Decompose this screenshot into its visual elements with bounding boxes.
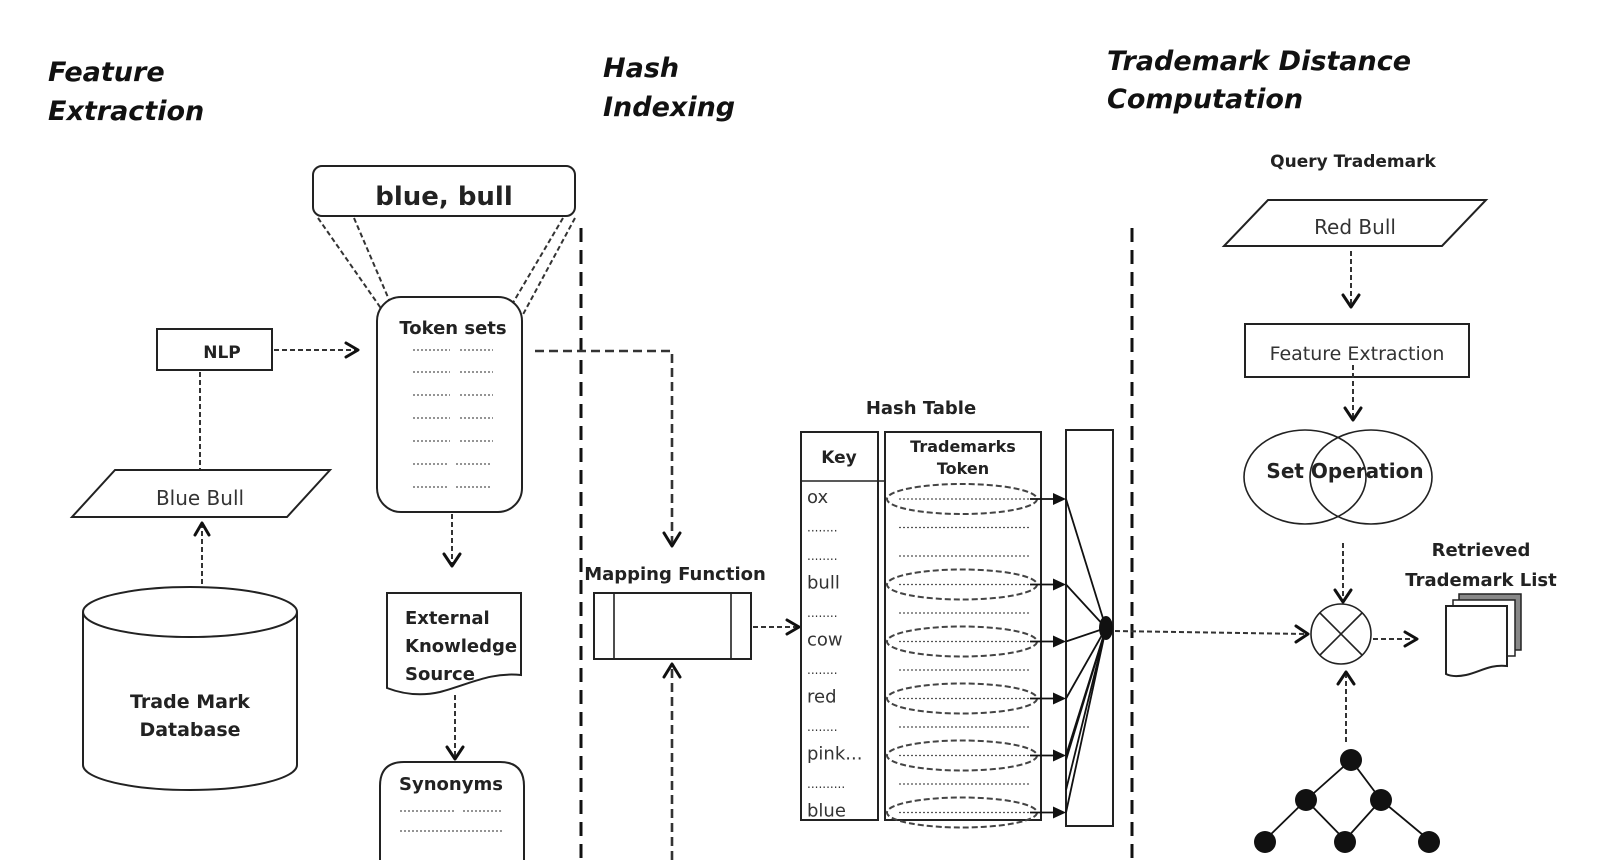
arrowhead-icon [1403, 630, 1419, 648]
combine-operator-icon [1310, 603, 1372, 665]
token-sets-label: Token sets [399, 318, 506, 339]
feature-extraction-label: Feature Extraction [1270, 343, 1445, 365]
hash-key-cell: .......... [807, 777, 845, 791]
token-banner-label: blue, bull [375, 182, 513, 212]
merge-node [1099, 616, 1113, 640]
token-banner: blue, bull [312, 165, 576, 217]
section-title-hash-indexing-line1: Hash [603, 53, 679, 84]
section-title-distance-line1: Trademark Distance [1107, 46, 1411, 77]
arrowhead-icon [1294, 624, 1310, 644]
section-title-hash-indexing-line2: Indexing [603, 92, 735, 123]
key-column [800, 431, 879, 821]
hash-key-cell: ........ [807, 663, 838, 677]
external-source-line2: Knowledge [405, 636, 517, 657]
arrowhead-icon [1053, 578, 1066, 591]
hash-key-cell: pink... [807, 744, 862, 765]
arrowhead-icon [1341, 293, 1361, 309]
query-trademark-title: Query Trademark [1270, 152, 1436, 172]
hash-key-cell: ........ [807, 606, 838, 620]
bucket-link [1065, 498, 1107, 629]
arrowhead-icon [785, 618, 801, 636]
bucket-link [1065, 627, 1107, 791]
bucket-link [1065, 583, 1107, 629]
external-knowledge-source-document: External Knowledge Source [386, 592, 522, 696]
mapping-function-label: Mapping Function [584, 564, 766, 585]
bucket-link [1065, 627, 1107, 761]
set-operation-venn: Set Operation [1243, 429, 1433, 525]
bucket-link [1065, 627, 1107, 699]
nlp-box: NLP [156, 328, 273, 371]
hash-table: Key ox................ bull........ cow...… [800, 429, 1114, 829]
query-trademark-label: Red Bull [1314, 215, 1396, 239]
section-title-distance-line2: Computation [1107, 84, 1303, 115]
mapping-function-box [593, 592, 752, 660]
hash-key-cell: ........ [807, 720, 838, 734]
arrowhead-icon [662, 662, 682, 679]
key-header: Key [821, 448, 857, 468]
section-title-feature-extraction-line1: Feature [48, 57, 165, 88]
arrowhead-icon [193, 521, 211, 537]
input-trademark-parallelogram: Blue Bull [69, 469, 333, 518]
arrowhead-icon [1343, 406, 1363, 422]
synonyms-box: Synonyms [379, 761, 525, 860]
multi-document-icon [1445, 593, 1522, 678]
arrowhead-icon [1053, 749, 1066, 762]
feature-extraction-box: Feature Extraction [1244, 323, 1470, 378]
external-source-line1: External [405, 608, 490, 629]
hash-key-cell: bull [807, 573, 840, 594]
hash-key-cell: ........ [807, 521, 838, 535]
synonyms-label: Synonyms [399, 774, 503, 795]
retrieved-list-title-line1: Retrieved [1432, 540, 1531, 561]
external-source-line3: Source [405, 664, 475, 685]
arrowhead-icon [1053, 635, 1066, 648]
hash-table-title: Hash Table [866, 398, 976, 419]
token-sets-box: Token sets [376, 296, 523, 513]
arrowhead-icon [1336, 670, 1356, 686]
nlp-label: NLP [203, 343, 241, 363]
retrieved-list-title-line2: Trademark List [1405, 570, 1557, 591]
token-header-line1: Trademarks [910, 437, 1016, 456]
arrowhead-icon [344, 341, 360, 359]
database-label-line1: Trade Mark [130, 691, 250, 713]
hash-to-combine-connector [1114, 630, 1307, 635]
input-trademark-label: Blue Bull [156, 486, 244, 510]
bucket-links [1030, 493, 1107, 819]
set-operation-label: Set Operation [1266, 459, 1423, 483]
database-label-line2: Database [139, 719, 240, 741]
hash-key-cell: ox [807, 487, 828, 508]
hash-key-cell: red [807, 687, 837, 708]
hash-key-cell: cow [807, 630, 843, 651]
arrowhead-icon [1053, 692, 1066, 705]
tokens-to-mapping-connector [535, 349, 674, 545]
hash-key-cell: ........ [807, 549, 838, 563]
hash-key-cell: blue [807, 801, 846, 822]
tree-graph-icon [1254, 749, 1440, 853]
arrowhead-icon [662, 531, 682, 548]
arrowhead-icon [1053, 806, 1066, 819]
key-cells: ox................ bull........ cow.......… [807, 487, 862, 822]
arrowhead-icon [1053, 493, 1066, 505]
section-title-feature-extraction-line2: Extraction [48, 96, 204, 127]
token-header-line2: Token [937, 459, 989, 478]
arrowhead-icon [1333, 588, 1353, 604]
arrowhead-icon [442, 552, 462, 568]
query-trademark-parallelogram: Red Bull [1221, 199, 1489, 247]
trademark-database-cylinder: Trade Mark Database [82, 586, 298, 791]
arrowhead-icon [445, 745, 465, 761]
